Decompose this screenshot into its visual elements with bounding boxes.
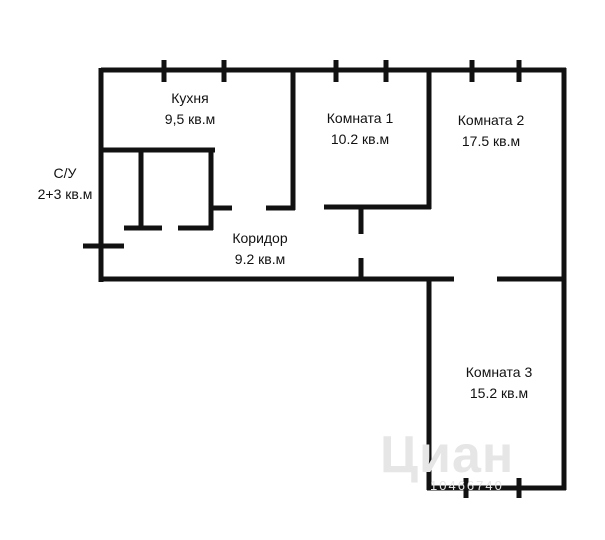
room-label-kitchen: Кухня 9,5 кв.м — [140, 88, 240, 130]
room-name: С/У — [53, 165, 77, 181]
room-area: 15.2 кв.м — [469, 385, 529, 401]
room-label-room2: Комната 2 17.5 кв.м — [436, 110, 546, 152]
watermark-code: 10466740 — [430, 478, 504, 493]
room-name: Коридор — [232, 230, 288, 246]
room-name: Комната 1 — [326, 110, 394, 126]
room-name: Комната 2 — [457, 112, 525, 128]
room-label-room1: Комната 1 10.2 кв.м — [310, 108, 410, 150]
watermark-brand: Циан — [380, 426, 515, 484]
room-name: Комната 3 — [465, 364, 533, 380]
room-name: Кухня — [171, 90, 209, 106]
room-label-bathroom: С/У 2+3 кв.м — [20, 163, 110, 205]
room-area: 10.2 кв.м — [330, 131, 390, 147]
room-label-corridor: Коридор 9.2 кв.м — [210, 228, 310, 270]
room-area: 2+3 кв.м — [37, 186, 93, 202]
room-area: 17.5 кв.м — [461, 133, 521, 149]
room-label-room3: Комната 3 15.2 кв.м — [444, 362, 554, 404]
room-area: 9.2 кв.м — [234, 251, 286, 267]
room-area: 9,5 кв.м — [164, 111, 216, 127]
